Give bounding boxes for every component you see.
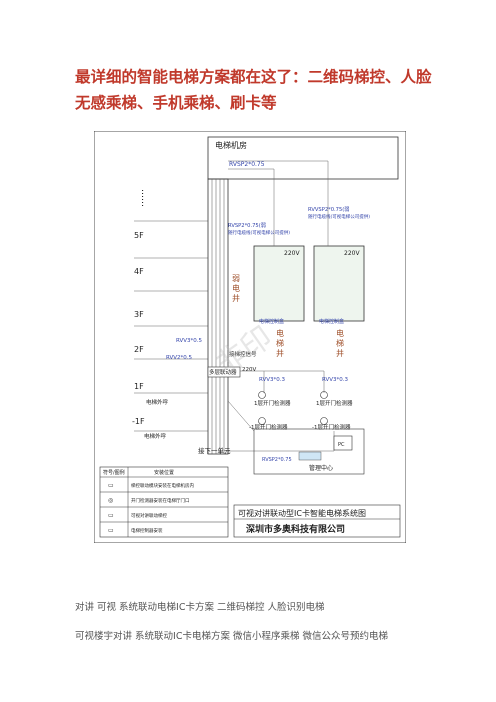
elevator-shaft-label-1: 电梯井 [276,328,284,358]
management-label: 管理中心 [309,464,333,472]
car-panel-1: 电梯控制盒 [259,318,284,325]
floor-5f: 5F [134,231,144,240]
v220-controller: 220V [242,367,256,373]
weak-shaft-box [207,178,229,455]
rvsp-right-note: 随行电缆线(可视电梯公司提供) [308,213,370,220]
door-detector-b1: -1层开门检测器 [249,423,288,431]
legend-header-symbol: 符号/图例 [103,469,125,476]
machine-room-box [207,136,399,180]
pc-label: PC [338,442,345,448]
outer-call-1f: 电梯外呼 [146,398,169,406]
title-block [233,504,401,538]
legend-text: 开门检测器安装在电梯厅门口 [131,497,190,504]
legend-symbol: ▭ [108,527,114,534]
system-title: 可视对讲联动型IC卡智能电梯系统图 [238,508,366,518]
outer-call-b1: 电梯外呼 [144,432,167,440]
management-box [253,428,365,475]
rvsp-bottom-label: RVSP2*0.75 [262,457,292,463]
rvv3-label: RVV3*0.5 [176,338,203,344]
rvsp-left-label: RVSP2*0.75(弱 [228,222,266,229]
floor-dots: …… [139,189,149,207]
legend-header-location: 安装位置 [154,469,174,476]
floor-3f: 3F [134,310,144,319]
v220-shaft2: 220V [344,250,360,257]
car-panel-2: 电梯控制盒 [319,318,344,325]
elevator-signal-label: 接梯控信号 [229,350,257,358]
weak-shaft-label: 弱电井 [232,274,240,303]
floor-4f: 4F [134,267,144,276]
article-heading: 最详细的智能电梯方案都在这了：二维码梯控、人脸无感乘梯、手机乘梯、刷卡等 [75,68,432,112]
elevator-shaft-label-2: 电梯井 [336,328,344,358]
legend-text: 梯控联动模块安装在电梯机房内 [131,482,194,489]
elevator-system-diagram: 电梯机房 RVSP2*0.75 …… 5F 4F 3F 2F 1F -1F 弱电… [94,131,406,543]
floor-2f: 2F [134,345,144,354]
legend-table: 符号/图例 安装位置 ▭ 梯控联动模块安装在电梯机房内 ◎ 开门检测器安装在电梯… [99,466,229,538]
floor-b1: -1F [132,417,145,426]
caption-line-2: 可视楼宇对讲 系统联动IC卡电梯方案 微信小程序乘梯 微信公众号预约电梯 [75,631,388,642]
legend-symbol: ◎ [108,497,113,504]
rvsp-right-label: RVVSP2*0.75(弱 [308,206,350,213]
rvv3b-label: RVV3*0.3 [259,377,286,383]
door-detector-1f: 1层开门检测器 [254,399,291,407]
legend-symbol: ▭ [108,482,114,489]
rvsp-top-label: RVSP2*0.75 [229,161,265,168]
multi-controller: 多层联动器 [209,368,237,376]
machine-room-label: 电梯机房 [215,140,247,150]
pc-icon [333,435,353,451]
elevator-shaft-2 [313,245,365,322]
rvv3b-label-2: RVV3*0.3 [322,377,349,383]
next-unit-label: 接下一单元 [198,446,231,455]
door-detector-b1-2: -1层开门检测器 [312,423,351,431]
company-name: 深圳市多奥科技有限公司 [246,523,345,535]
elevator-shaft-1 [253,245,305,322]
rvsp-left-note: 随行电缆线(可视电梯公司提供) [228,229,290,236]
legend-symbol: ▭ [108,512,114,519]
legend-text: 可视对讲联动梯控 [131,512,167,519]
door-detector-1f-2: 1层开门检测器 [316,399,353,407]
legend-text: 电梯控制器安装 [131,527,163,534]
caption-line-1: 对讲 可视 系统联动电梯IC卡方案 二维码梯控 人脸识别电梯 [75,602,325,613]
rvv2-label: RVV2*0.5 [166,355,193,361]
floor-1f: 1F [134,382,144,391]
v220-shaft1: 220V [284,250,300,257]
